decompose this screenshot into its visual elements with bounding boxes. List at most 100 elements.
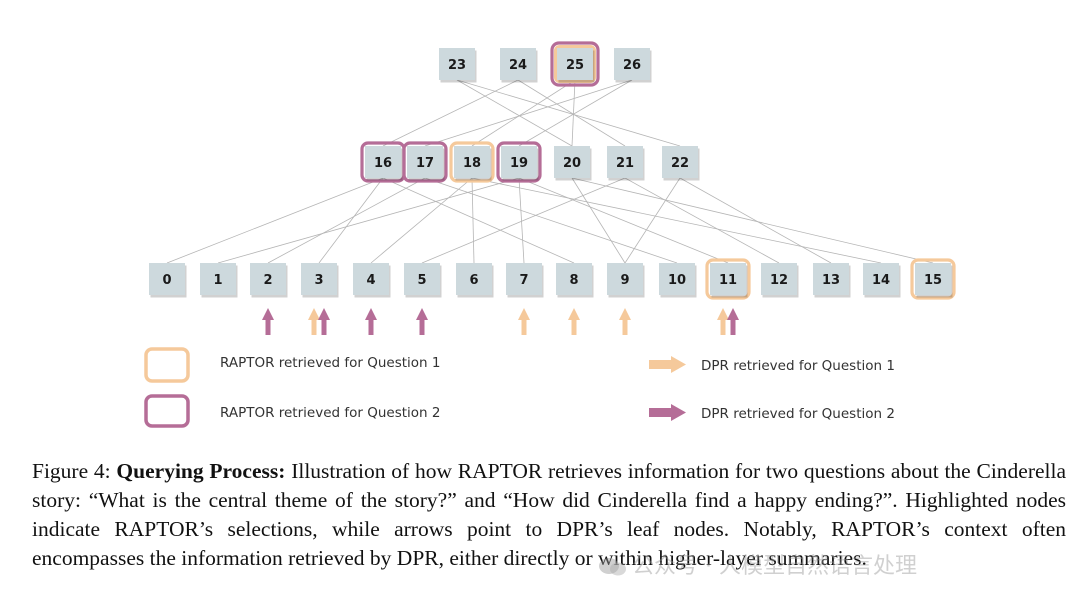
node-25: 25 — [550, 41, 600, 87]
node-5-label: 5 — [417, 273, 426, 288]
node-26: 26 — [614, 48, 652, 83]
node-24-box — [500, 48, 536, 80]
node-9: 9 — [607, 263, 645, 298]
node-3-label: 3 — [314, 273, 323, 288]
node-7-box — [506, 263, 542, 295]
edge-20-9 — [571, 177, 626, 264]
legend-dpr-q2-arrow-icon — [649, 404, 686, 421]
node-14-label: 14 — [872, 273, 890, 288]
node-6-box — [456, 263, 492, 295]
node-13-box — [813, 263, 849, 295]
node-18-q1-highlight — [449, 141, 495, 183]
edge-21-5 — [421, 177, 626, 264]
node-11-box — [710, 263, 746, 295]
node-20: 20 — [554, 146, 592, 181]
legend-dpr-q2-label: DPR retrieved for Question 2 — [701, 406, 895, 422]
tree-edges — [166, 79, 934, 264]
node-2: 2 — [250, 263, 288, 298]
node-10-label: 10 — [668, 273, 686, 288]
node-25-label: 25 — [566, 58, 584, 73]
node-18-box — [454, 146, 490, 178]
node-25-box — [557, 48, 593, 80]
node-22: 22 — [662, 146, 700, 181]
node-12-box — [761, 263, 797, 295]
edge-26-19 — [518, 79, 633, 147]
edge-25-20 — [571, 79, 576, 147]
edge-18-14 — [471, 177, 882, 264]
edge-21-12 — [624, 177, 780, 264]
node-22-box — [662, 146, 698, 178]
edge-16-8 — [382, 177, 575, 264]
edge-23-20 — [456, 79, 573, 147]
node-3-box — [301, 263, 337, 295]
node-11: 11 — [705, 258, 751, 300]
legend-raptor-q2-label: RAPTOR retrieved for Question 2 — [220, 405, 440, 421]
node-18: 18 — [449, 141, 495, 183]
node-6-label: 6 — [469, 273, 478, 288]
node-19: 19 — [496, 141, 542, 183]
node-9-box — [607, 263, 643, 295]
node-19-label: 19 — [510, 156, 528, 171]
dpr-q2-arrow-3 — [318, 308, 330, 335]
node-17-box — [407, 146, 443, 178]
node-4-box — [353, 263, 389, 295]
node-12: 12 — [761, 263, 799, 298]
node-21-box — [607, 146, 643, 178]
node-4: 4 — [353, 263, 391, 298]
node-15: 15 — [910, 258, 956, 300]
node-14-box — [863, 263, 899, 295]
node-1-box — [200, 263, 236, 295]
edge-16-0 — [166, 177, 384, 264]
node-23-label: 23 — [448, 58, 466, 73]
node-1-label: 1 — [213, 273, 222, 288]
node-15-box — [915, 263, 951, 295]
node-0-box — [149, 263, 185, 295]
node-17: 17 — [402, 141, 448, 183]
node-0: 0 — [149, 263, 187, 298]
dpr-q2-arrow-4 — [365, 308, 377, 335]
node-19-q2-highlight — [496, 141, 542, 183]
node-1: 1 — [200, 263, 238, 298]
edge-24-21 — [517, 79, 626, 147]
legend-raptor-q1-label: RAPTOR retrieved for Question 1 — [220, 355, 440, 371]
node-17-q2-highlight — [402, 141, 448, 183]
node-23: 23 — [439, 48, 477, 83]
figure-caption: Figure 4: Querying Process: Illustration… — [32, 457, 1066, 573]
node-5-box — [404, 263, 440, 295]
dpr-q1-arrow-3 — [308, 308, 320, 335]
edge-18-4 — [370, 177, 473, 264]
node-8: 8 — [556, 263, 594, 298]
node-25-q2-highlight — [550, 41, 600, 87]
node-25-q1-highlight — [554, 45, 596, 83]
edge-26-17 — [424, 79, 633, 147]
node-19-box — [501, 146, 537, 178]
dpr-q1-arrow-8 — [568, 308, 580, 335]
node-12-label: 12 — [770, 273, 788, 288]
dpr-arrows — [262, 308, 739, 335]
node-10-box — [659, 263, 695, 295]
node-2-box — [250, 263, 286, 295]
edge-24-16 — [382, 79, 519, 147]
caption-text: Illustration of how RAPTOR retrieves inf… — [32, 459, 1067, 570]
dpr-q2-arrow-2 — [262, 308, 274, 335]
edge-17-10 — [424, 177, 678, 264]
node-15-q1-highlight — [910, 258, 956, 300]
node-3: 3 — [301, 263, 339, 298]
node-16: 16 — [360, 141, 406, 183]
node-4-label: 4 — [366, 273, 375, 288]
edge-22-13 — [679, 177, 832, 264]
node-13-label: 13 — [822, 273, 840, 288]
dpr-q1-arrow-11 — [717, 308, 729, 335]
node-20-label: 20 — [563, 156, 581, 171]
legend: RAPTOR retrieved for Question 1 RAPTOR r… — [144, 347, 895, 428]
dpr-q1-arrow-9 — [619, 308, 631, 335]
node-7: 7 — [506, 263, 544, 298]
node-21-label: 21 — [616, 156, 634, 171]
node-9-label: 9 — [620, 273, 629, 288]
node-10: 10 — [659, 263, 697, 298]
node-16-box — [365, 146, 401, 178]
node-0-label: 0 — [162, 273, 171, 288]
node-22-label: 22 — [671, 156, 689, 171]
